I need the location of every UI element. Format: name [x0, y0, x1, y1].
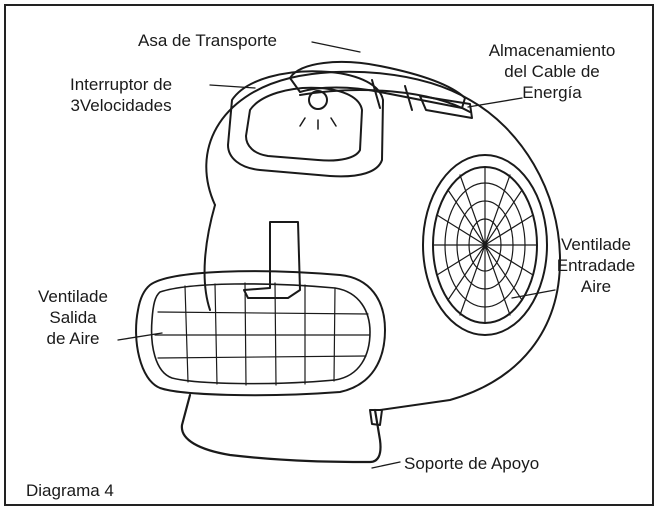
caption: Diagrama 4 [26, 481, 114, 500]
leader-outlet [117, 332, 163, 341]
label-cord-storage: Almacenamiento del Cable de Energía [468, 40, 636, 103]
label-switch-line1: Interruptor de [70, 75, 173, 94]
snout [243, 221, 301, 299]
leader-inlet [511, 289, 556, 299]
label-cord-line3: Energía [522, 83, 582, 102]
switch-knob [308, 90, 328, 110]
label-carry-handle: Asa de Transporte [138, 31, 277, 50]
leader-handle [311, 41, 361, 53]
outlet-housing [135, 270, 386, 397]
label-inlet-line3: Aire [580, 277, 612, 296]
label-inlet: Ventilade Entradade Aire [546, 234, 646, 297]
switch-knob-ticks [299, 117, 337, 130]
outlet-grille [154, 282, 371, 386]
label-switch-line2: 3Velocidades [70, 96, 172, 115]
switch-panel [227, 70, 384, 178]
switch-inner [245, 86, 363, 162]
intake-grille [432, 166, 538, 324]
label-inlet-line1: Ventilade [561, 235, 631, 254]
cord-storage [419, 95, 473, 119]
label-switch: Interruptor de 3Velocidades [70, 74, 172, 116]
label-cord-line1: Almacenamiento [488, 41, 616, 60]
label-outlet-line2: Salida [49, 308, 97, 327]
leader-cord [467, 97, 523, 108]
body-front-edge [203, 204, 216, 311]
label-outlet-line3: de Aire [46, 329, 100, 348]
body-outline [205, 70, 561, 411]
leader-lines [117, 41, 556, 469]
label-stand: Soporte de Apoyo [404, 454, 540, 473]
label-outlet: Ventilade Salida de Aire [18, 286, 128, 349]
stand-pivot [369, 409, 383, 426]
label-cord-line2: del Cable de [504, 62, 600, 81]
intake-rim-outer [422, 154, 548, 336]
outlet-grille-frame [150, 283, 371, 385]
support-stand [180, 393, 382, 464]
label-outlet-line1: Ventilade [38, 287, 108, 306]
leader-stand [371, 461, 401, 469]
label-inlet-line2: Entradade [556, 256, 636, 275]
leader-switch [209, 84, 256, 89]
carry-handle [289, 61, 466, 109]
